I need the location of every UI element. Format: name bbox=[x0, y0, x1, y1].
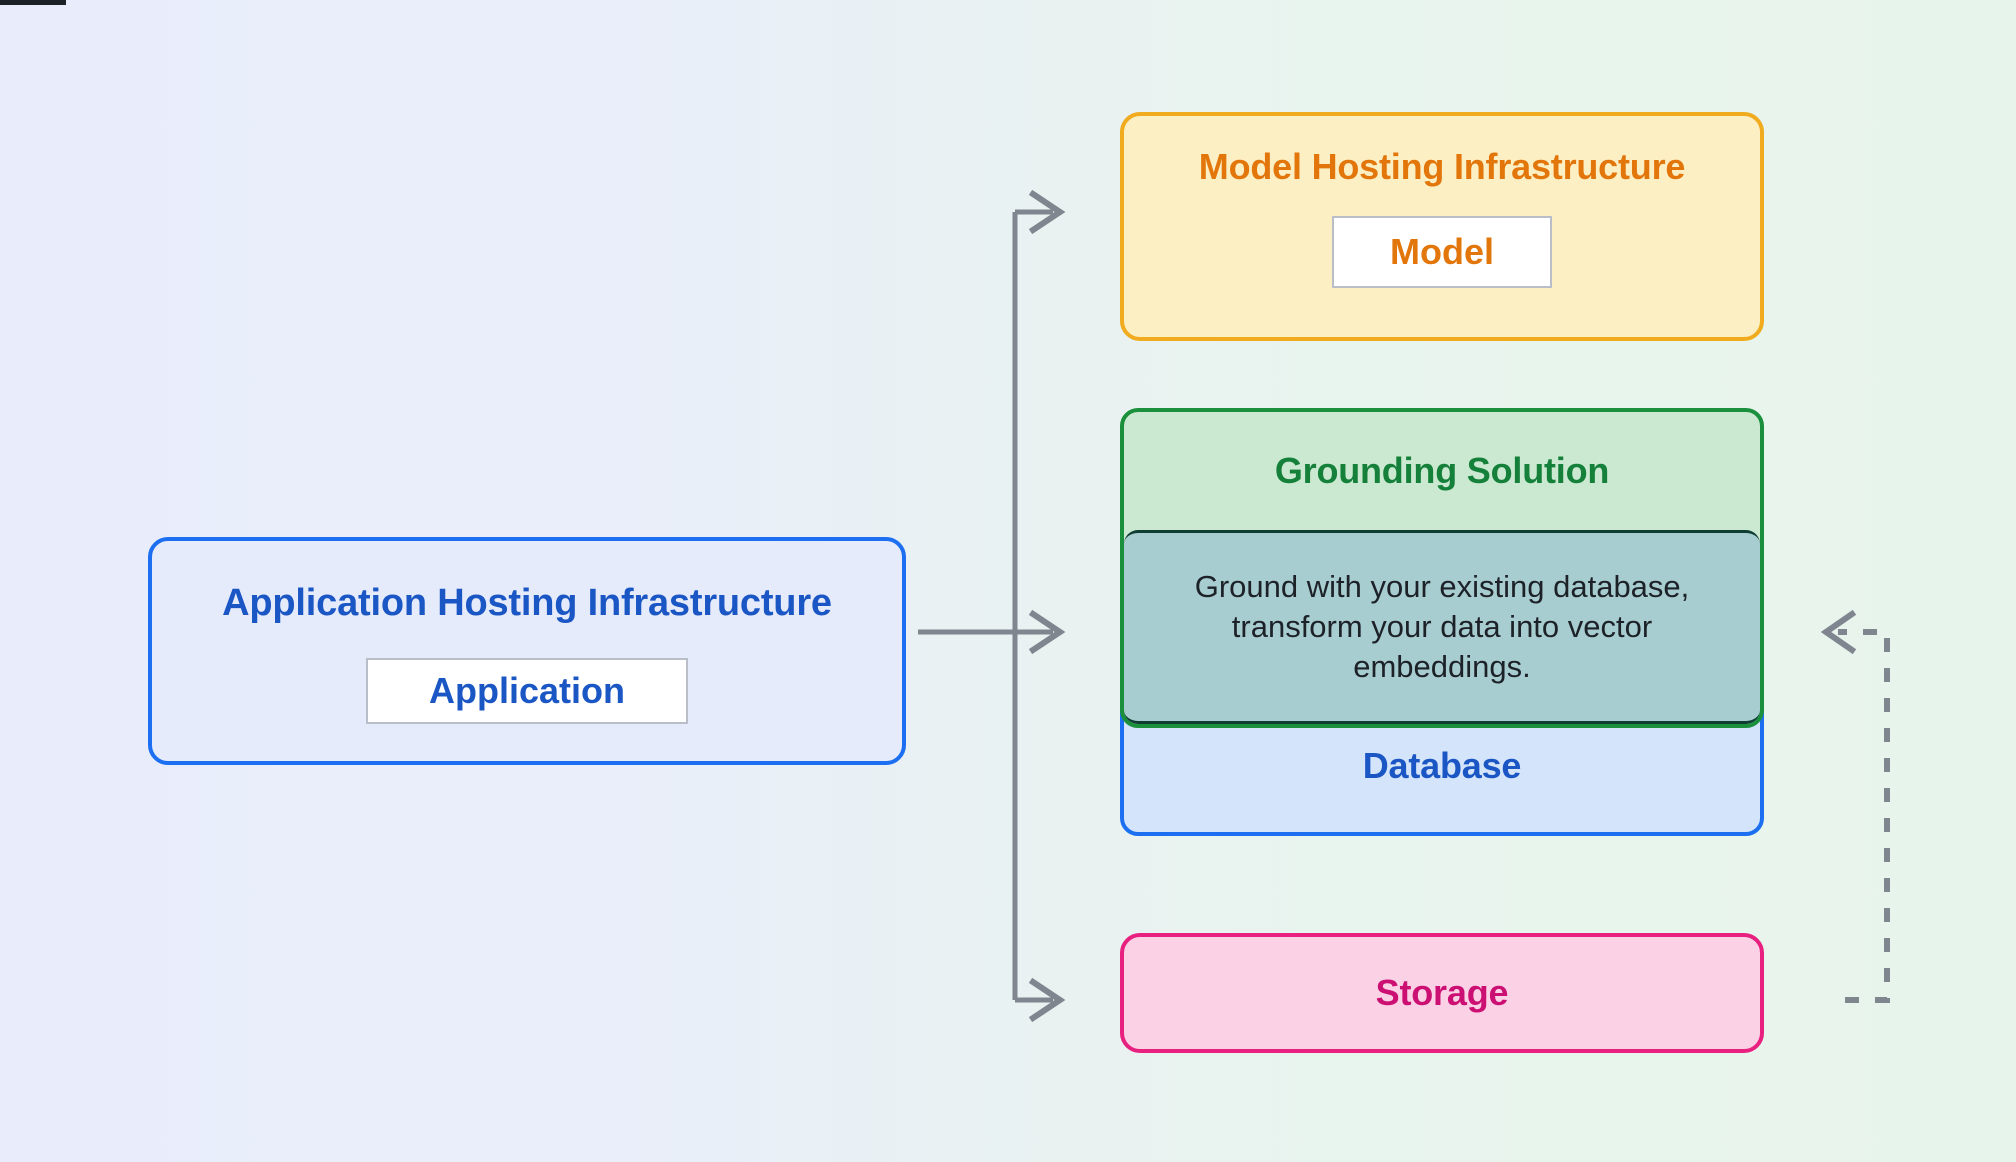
node-application-hosting-infrastructure[interactable]: Application Hosting Infrastructure Appli… bbox=[148, 537, 906, 765]
arrowhead-storage-icon bbox=[1028, 977, 1066, 1023]
arrowhead-database-return-icon bbox=[1820, 609, 1857, 655]
grounding-title: Grounding Solution bbox=[1274, 450, 1610, 491]
database-title: Database bbox=[1362, 745, 1522, 786]
app-host-inner-application[interactable]: Application bbox=[366, 658, 688, 724]
top-rule bbox=[0, 0, 66, 5]
connector-storage-to-database bbox=[1838, 629, 1890, 1003]
arrowhead-grounding-icon bbox=[1028, 609, 1066, 655]
node-model-hosting-infrastructure[interactable]: Model Hosting Infrastructure Model bbox=[1120, 112, 1764, 341]
model-host-title: Model Hosting Infrastructure bbox=[1198, 146, 1686, 187]
overlap-description: Ground with your existing database, tran… bbox=[1194, 569, 1690, 684]
node-grounding-database-overlap: Ground with your existing database, tran… bbox=[1124, 530, 1760, 724]
app-host-title: Application Hosting Infrastructure bbox=[222, 582, 832, 624]
arrowhead-model-icon bbox=[1028, 189, 1066, 235]
node-storage[interactable]: Storage bbox=[1120, 933, 1764, 1053]
storage-title: Storage bbox=[1375, 972, 1509, 1013]
model-host-inner-model[interactable]: Model bbox=[1332, 216, 1552, 288]
